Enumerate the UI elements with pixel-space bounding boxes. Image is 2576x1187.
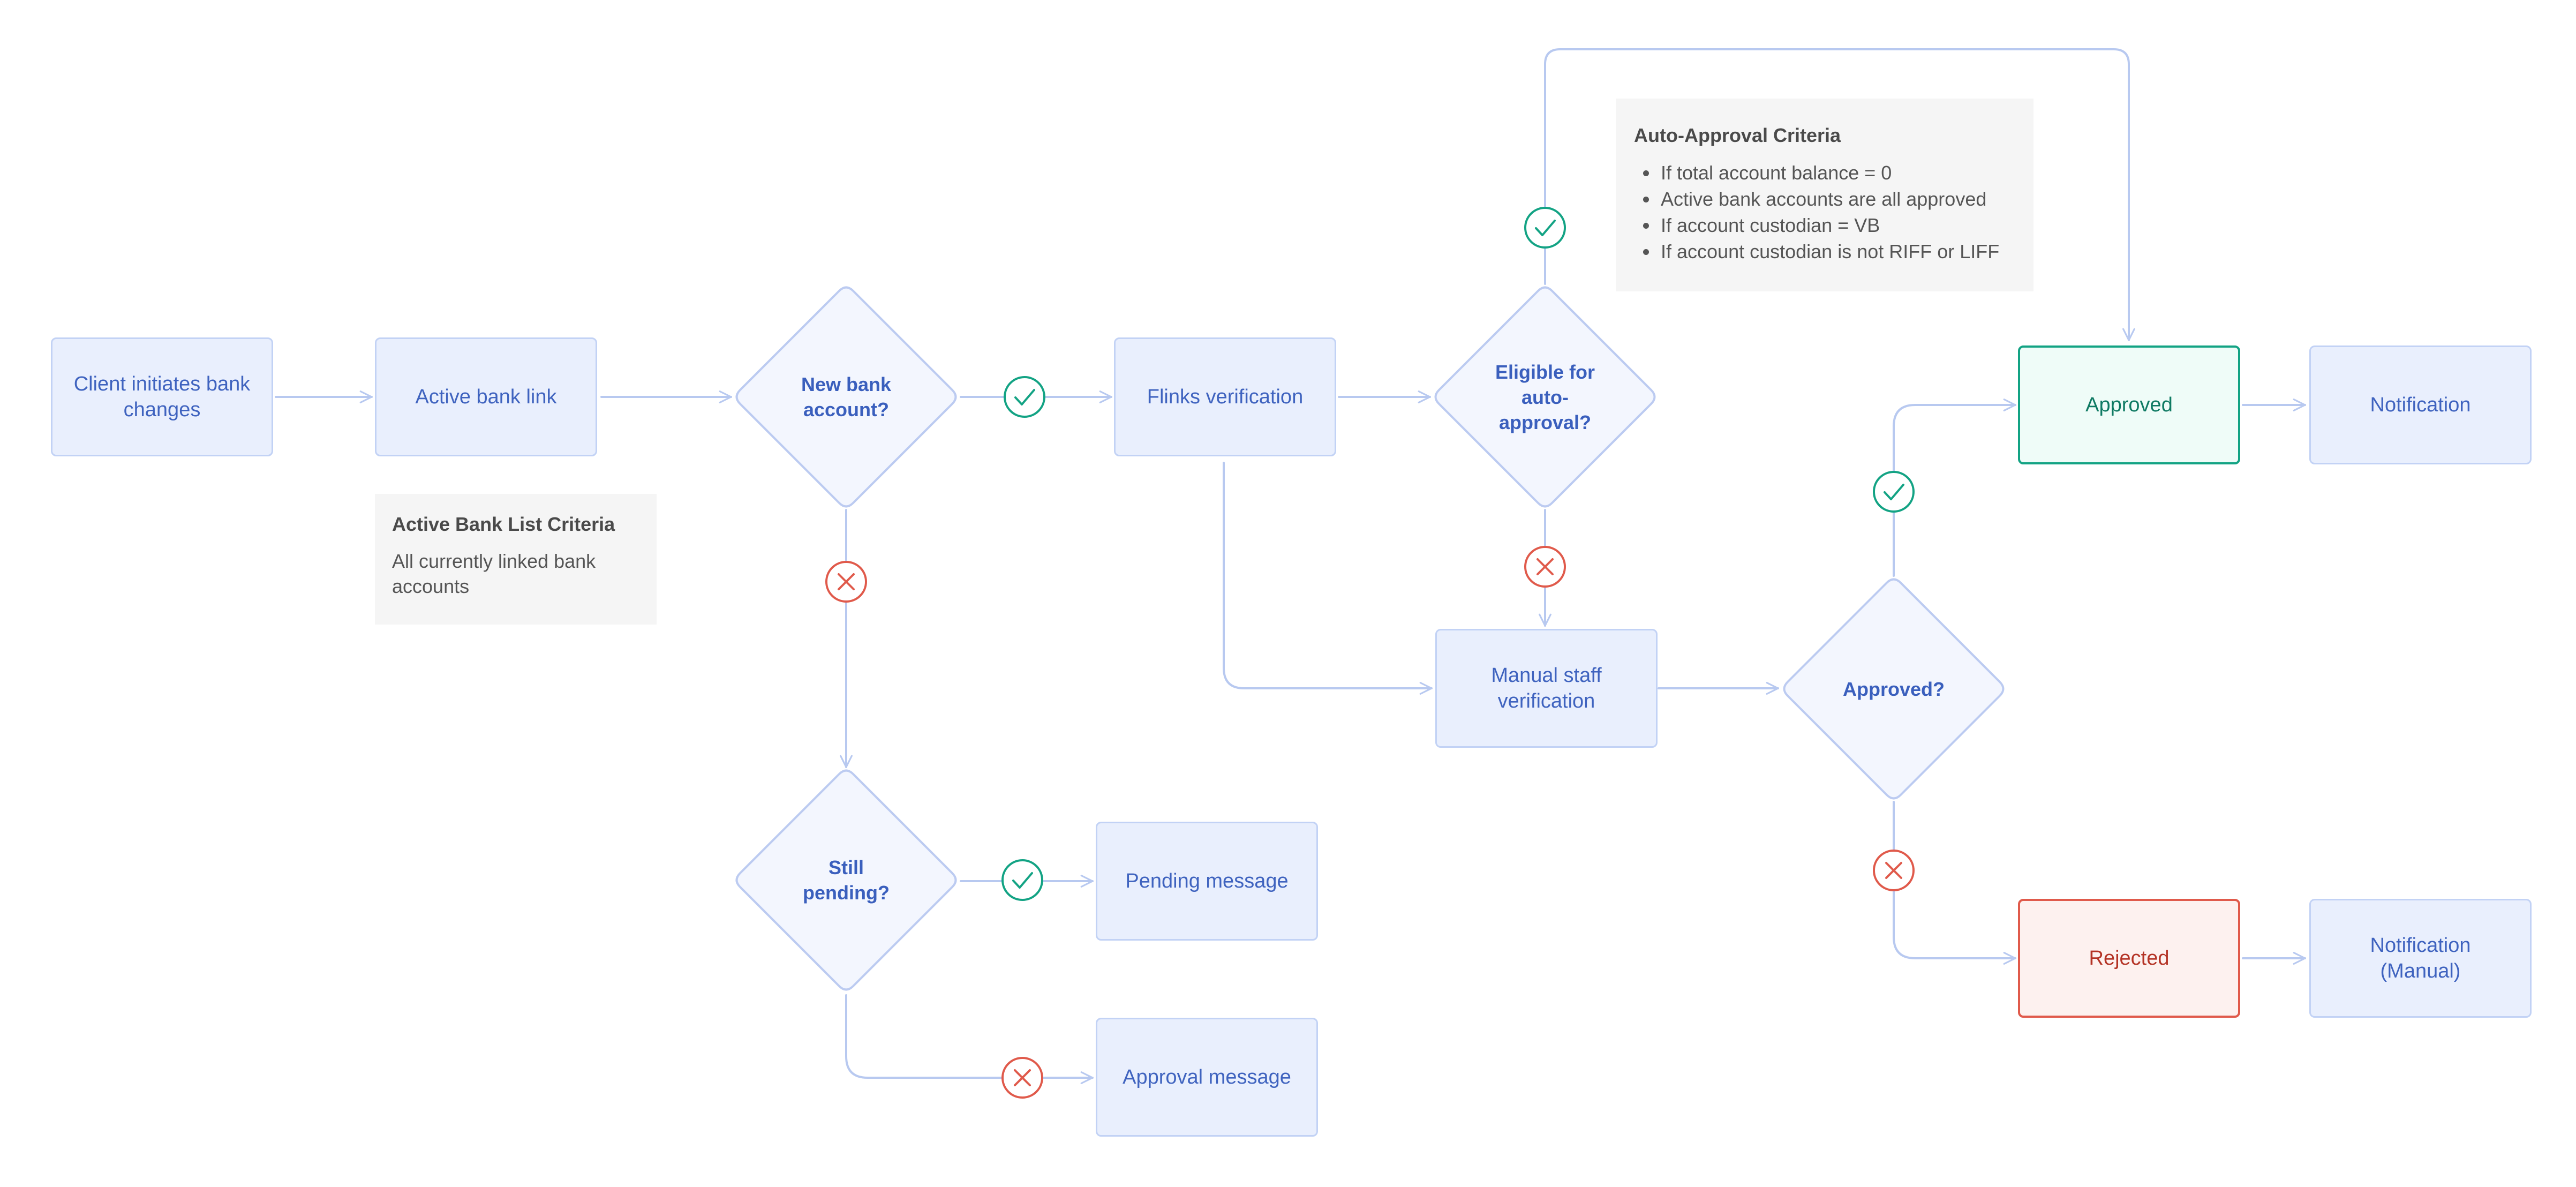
no-icon xyxy=(1873,850,1915,891)
yes-icon xyxy=(1004,376,1045,418)
decision-diamond-new-bank-account xyxy=(735,286,957,508)
criteria-item: If account custodian = VB xyxy=(1659,212,2015,238)
process-client-initiates-bank-changes: Client initiates bank changes xyxy=(51,337,273,456)
process-pending-message: Pending message xyxy=(1096,822,1318,941)
edge-flinks-to-manual xyxy=(1223,462,1433,695)
criteria-item: If total account balance = 0 xyxy=(1659,160,2015,186)
criteria-list: If total account balance = 0 Active bank… xyxy=(1634,160,2015,265)
edge-approveddecision-to-rejected xyxy=(1893,801,2016,965)
no-icon xyxy=(825,561,867,603)
process-flinks-verification: Flinks verification xyxy=(1114,337,1336,456)
edge-eligible-to-approved-top xyxy=(1544,48,2135,341)
note-active-bank-list-criteria: Active Bank List Criteria All currently … xyxy=(375,494,657,625)
process-active-bank-link: Active bank link xyxy=(375,337,597,456)
yes-icon xyxy=(1001,859,1043,901)
no-icon xyxy=(1001,1057,1043,1099)
process-manual-staff-verification: Manual staff verification xyxy=(1435,629,1658,748)
decision-diamond-still-pending xyxy=(735,769,957,991)
process-approval-message: Approval message xyxy=(1096,1018,1318,1137)
note-title: Active Bank List Criteria xyxy=(392,513,615,535)
edge-approveddecision-to-approved xyxy=(1893,399,2016,577)
process-notification: Notification xyxy=(2309,345,2532,464)
yes-icon xyxy=(1524,207,1566,249)
note-title: Auto-Approval Criteria xyxy=(1634,124,1841,146)
decision-diamond-eligible-auto-approval xyxy=(1434,286,1656,508)
note-body: All currently linked bank accounts xyxy=(392,550,596,597)
outcome-approved: Approved xyxy=(2018,345,2240,464)
outcome-rejected: Rejected xyxy=(2018,899,2240,1018)
decision-label-eligible-auto-approval: Eligible for auto-approval? xyxy=(1495,360,1595,433)
criteria-item: Active bank accounts are all approved xyxy=(1659,186,2015,212)
decision-label-new-bank-account: New bank account? xyxy=(801,373,892,420)
yes-icon xyxy=(1873,471,1915,513)
decision-diamond-approved xyxy=(1783,578,2005,800)
criteria-item: If account custodian is not RIFF or LIFF xyxy=(1659,238,2015,265)
note-auto-approval-criteria: Auto-Approval Criteria If total account … xyxy=(1616,99,2033,291)
process-notification-manual: Notification (Manual) xyxy=(2309,899,2532,1018)
decision-label-still-pending: Still pending? xyxy=(803,857,890,904)
edge-stillpending-to-approvalmsg xyxy=(845,994,1094,1084)
no-icon xyxy=(1524,546,1566,588)
decision-label-approved: Approved? xyxy=(1842,678,1945,700)
